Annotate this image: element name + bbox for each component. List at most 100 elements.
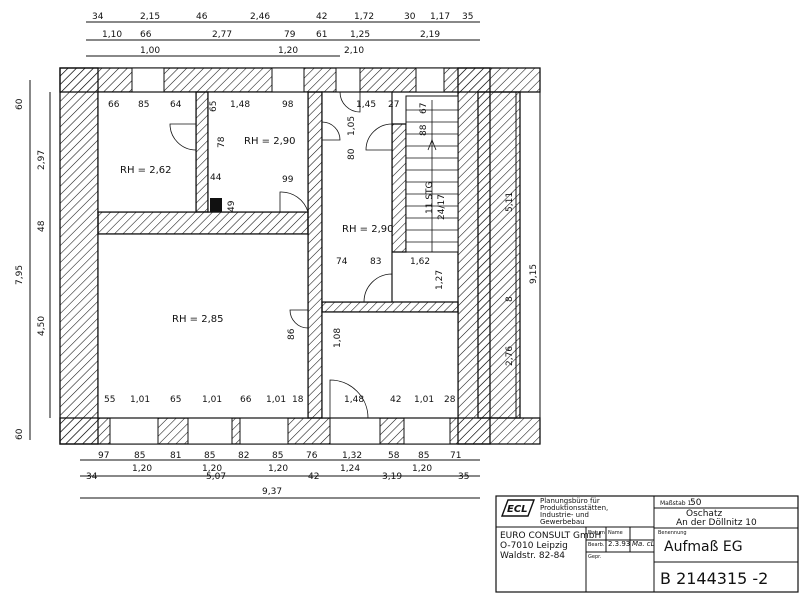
dim-mid-3: 1,27 bbox=[435, 270, 445, 290]
dim-lr-2: 1,01 bbox=[414, 395, 434, 405]
dims-top-row1: 34 2,15 46 2,46 42 1,72 30 1,17 35 bbox=[92, 12, 473, 22]
rooms bbox=[97, 91, 459, 419]
dim-int-r3-1: 27 bbox=[388, 100, 399, 110]
dimension-lines bbox=[29, 21, 541, 499]
row-label-3: Gepr. bbox=[588, 554, 602, 560]
dim-top2-0: 1,10 bbox=[102, 30, 122, 40]
dim-bot1-0: 97 bbox=[98, 451, 109, 461]
scale-label: Maßstab 1: bbox=[660, 500, 693, 507]
door-room2 bbox=[279, 191, 309, 213]
door-top bbox=[339, 91, 361, 113]
dim-right-in-2: 2,76 bbox=[505, 346, 515, 366]
dim-bot2-2: 42 bbox=[308, 472, 319, 482]
dim-int-r3-0: 1,45 bbox=[356, 100, 376, 110]
dim-lr-3: 28 bbox=[444, 395, 456, 405]
wall-outer-left bbox=[59, 67, 99, 445]
dim-ll-1: 1,01 bbox=[130, 395, 150, 405]
dim-int-s2: 49 bbox=[227, 200, 237, 212]
dim-top2-2: 2,77 bbox=[212, 30, 232, 40]
dim-bot2-3: 3,19 bbox=[382, 472, 402, 482]
dim-top1-7: 1,17 bbox=[430, 12, 450, 22]
dim-int-r1-1: 85 bbox=[138, 100, 149, 110]
place-text: Oschatz bbox=[686, 509, 722, 519]
firm-line-0: Planungsbüro für bbox=[540, 497, 600, 505]
dim-bot1-9: 85 bbox=[418, 451, 429, 461]
dim-left-2: 60 bbox=[15, 428, 25, 440]
room-label-3: RH = 2,90 bbox=[342, 224, 393, 235]
dim-bot1-6: 76 bbox=[306, 451, 318, 461]
dim-door-0: 86 bbox=[287, 328, 297, 340]
dim-door-1: 1,08 bbox=[333, 328, 343, 348]
dim-int-r1-0: 66 bbox=[108, 100, 120, 110]
dim-ll-3: 1,01 bbox=[202, 395, 222, 405]
ecl-logo-text: ECL bbox=[507, 504, 528, 515]
dim-left-in-1: 48 bbox=[37, 220, 47, 232]
dims-interior: 66 85 64 65 1,48 98 1,45 27 78 44 49 99 … bbox=[104, 100, 456, 405]
signature-value: Ma. cL bbox=[632, 540, 655, 548]
dim-left-in-0: 2,97 bbox=[37, 150, 47, 170]
dim-left-0: 60 bbox=[15, 98, 25, 110]
dim-top1-4: 42 bbox=[316, 12, 327, 22]
dim-bot2-1: 5,07 bbox=[206, 472, 226, 482]
dim-right-0: 9,15 bbox=[529, 264, 539, 284]
dim-int-s0: 78 bbox=[217, 136, 227, 148]
wall-center-vertical bbox=[307, 91, 323, 419]
dim-int-s5: 80 bbox=[347, 148, 357, 160]
dim-top1-8: 35 bbox=[462, 12, 473, 22]
scale-value: 50 bbox=[690, 498, 702, 508]
wall-stair-left bbox=[391, 123, 407, 253]
dim-left-1: 7,95 bbox=[15, 265, 25, 285]
address-0: EURO CONSULT GmbH bbox=[500, 531, 601, 541]
dim-int-r1-2: 64 bbox=[170, 100, 182, 110]
dim-top2-5: 1,25 bbox=[350, 30, 370, 40]
wall-horizontal-right bbox=[321, 301, 459, 313]
dim-bot1-7: 1,32 bbox=[342, 451, 362, 461]
dim-bot2-4: 35 bbox=[458, 472, 469, 482]
dims-bottom-row1: 97 85 81 85 82 85 76 1,32 58 85 71 bbox=[98, 451, 461, 461]
dim-bot1-10: 71 bbox=[450, 451, 461, 461]
dims-left: 60 7,95 60 2,97 48 4,50 bbox=[15, 98, 47, 440]
dim-bot1-4: 82 bbox=[238, 451, 249, 461]
dim-left-in-2: 4,50 bbox=[37, 316, 47, 336]
dim-top2b-0: 1,00 bbox=[140, 46, 160, 56]
dim-ll-4: 66 bbox=[240, 395, 252, 405]
dim-int-r2-1: 1,48 bbox=[230, 100, 250, 110]
dim-ll-0: 55 bbox=[104, 395, 115, 405]
row-label-0: Datum bbox=[588, 530, 605, 536]
dim-bot1-5: 85 bbox=[272, 451, 283, 461]
door-hall-right bbox=[365, 123, 393, 151]
dim-top1-0: 34 bbox=[92, 12, 104, 22]
dim-ll-6: 18 bbox=[292, 395, 304, 405]
wall-room1-right bbox=[195, 91, 209, 213]
wall-right-thick bbox=[477, 91, 521, 419]
drawing-number: B 2144315 -2 bbox=[660, 569, 768, 588]
dim-stair-1: 24/17 bbox=[437, 194, 447, 220]
dim-top1-2: 46 bbox=[196, 12, 208, 22]
dim-top2b-1: 1,20 bbox=[278, 46, 298, 56]
dim-bot1-3: 85 bbox=[204, 451, 215, 461]
dim-int-s3: 99 bbox=[282, 175, 294, 185]
room-label-4: RH = 2,85 bbox=[172, 314, 223, 325]
door-room1 bbox=[169, 123, 197, 151]
dim-bot1b-3: 1,24 bbox=[340, 464, 360, 474]
dim-top2-4: 61 bbox=[316, 30, 327, 40]
ecl-logo-icon bbox=[500, 499, 536, 517]
door-hall-left bbox=[321, 121, 341, 141]
dim-int-r2-2: 98 bbox=[282, 100, 294, 110]
date-value: 2.3.93 bbox=[608, 540, 630, 548]
dim-right-in-0: 5,11 bbox=[505, 192, 515, 212]
dim-int-r2-0: 65 bbox=[209, 101, 219, 112]
window-openings bbox=[109, 67, 451, 445]
dim-bot2-0: 34 bbox=[86, 472, 98, 482]
row-label-2: Bearb. bbox=[588, 542, 605, 548]
dim-mid-1: 83 bbox=[370, 257, 381, 267]
door-lower-right bbox=[329, 379, 369, 419]
dim-bot1-2: 81 bbox=[170, 451, 181, 461]
dims-bottom-row1b: 1,20 1,20 1,20 1,24 1,20 bbox=[132, 464, 432, 474]
dim-ll-2: 65 bbox=[170, 395, 181, 405]
door-large-room bbox=[289, 309, 309, 329]
firm-line-2: Industrie- und bbox=[540, 511, 589, 519]
dim-bot1-1: 85 bbox=[134, 451, 145, 461]
door-mid bbox=[363, 273, 393, 303]
dim-top2-3: 79 bbox=[284, 30, 296, 40]
